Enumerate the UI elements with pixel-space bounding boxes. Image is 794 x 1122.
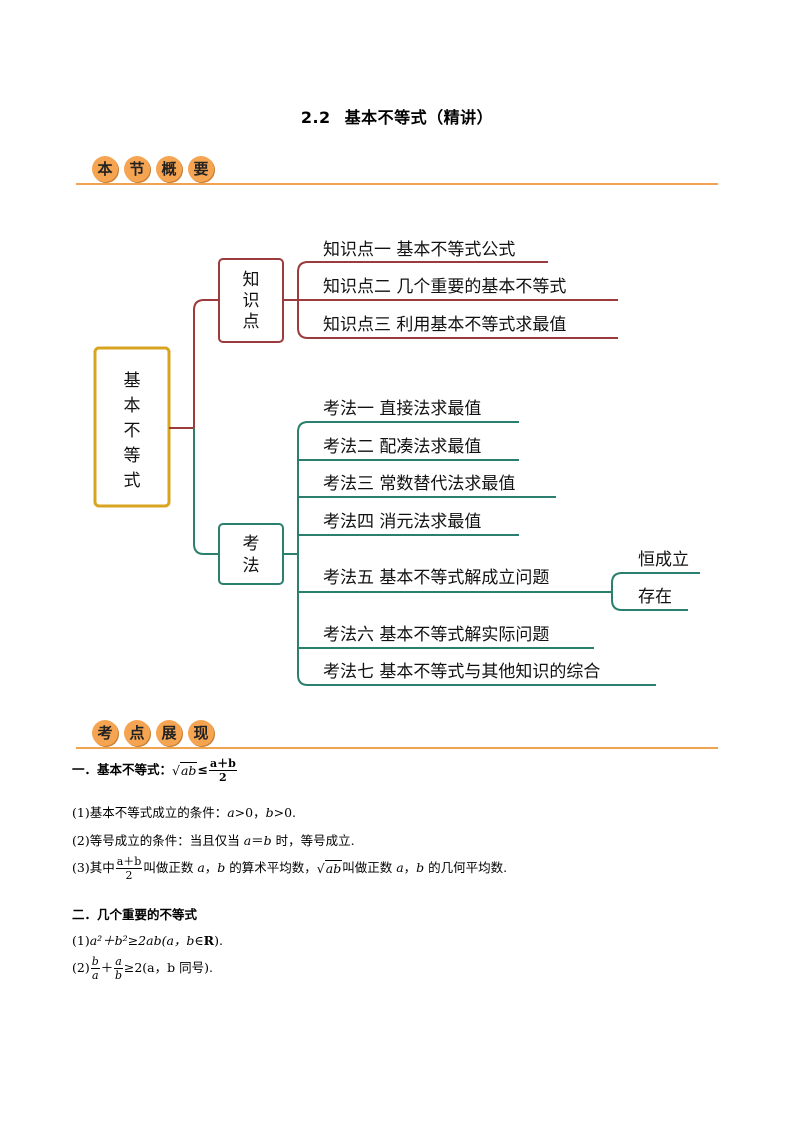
banner-chip: 展 (156, 720, 182, 746)
section1-item2: (2)等号成立的条件：当且仅当 a＝b 时，等号成立. (72, 833, 355, 848)
mind-map: 基 本 不 等 式 知 识 点 知识点一 基本不等式公式 知识点二 几个重要的基… (93, 240, 700, 686)
root-char: 基 (124, 371, 141, 391)
knowledge-label-char: 识 (243, 291, 260, 311)
section-banner-overview: 本 节 概 要 (76, 153, 718, 185)
root-char: 等 (124, 446, 141, 466)
branch-line (283, 261, 548, 301)
banner-chip: 本 (92, 156, 118, 182)
banner-chip: 考 (92, 720, 118, 746)
banner-rule (76, 183, 718, 185)
branch-spine (297, 432, 656, 686)
method-item: 考法三 常数替代法求最值 (323, 474, 515, 494)
knowledge-item: 知识点一 基本不等式公式 (323, 240, 515, 260)
section2-item1: (1)a²＋b²≥2ab(a，b∈R). (72, 933, 223, 948)
method-item: 考法四 消元法求最值 (323, 512, 481, 532)
root-char: 式 (124, 471, 141, 491)
connector-knowledge (169, 299, 219, 429)
sqrt-symbol: √ab (316, 860, 343, 876)
sub-item: 存在 (638, 587, 672, 607)
branch-line (297, 421, 519, 433)
banner-chip: 点 (124, 720, 150, 746)
sub-branch-line (611, 592, 688, 611)
knowledge-label-char: 知 (243, 270, 260, 290)
section2-heading: 二．几个重要的不等式 (72, 907, 198, 922)
method-item: 考法二 配凑法求最值 (323, 437, 481, 457)
method-item: 考法六 基本不等式解实际问题 (323, 625, 549, 645)
knowledge-label-char: 点 (243, 312, 260, 332)
knowledge-item: 知识点二 几个重要的基本不等式 (323, 277, 566, 297)
connector-methods (193, 428, 219, 555)
method-item: 考法一 直接法求最值 (323, 399, 481, 419)
branch-line (297, 300, 618, 339)
root-char: 不 (124, 421, 141, 441)
section-banner-points: 考 点 展 现 (76, 717, 718, 749)
methods-label-char: 考 (243, 534, 260, 554)
banner-chip: 要 (188, 156, 214, 182)
method-item: 考法五 基本不等式解成立问题 (323, 568, 549, 588)
sub-item: 恒成立 (638, 550, 689, 570)
method-item: 考法七 基本不等式与其他知识的综合 (323, 662, 600, 682)
root-char: 本 (124, 396, 141, 416)
banner-rule (76, 747, 718, 749)
methods-label-char: 法 (243, 556, 260, 576)
sqrt-symbol: √ab (172, 762, 198, 778)
section1-item1: (1)基本不等式成立的条件：a>0，b>0. (72, 805, 297, 820)
banner-chip: 概 (156, 156, 182, 182)
banner-chip: 节 (124, 156, 150, 182)
knowledge-item: 知识点三 利用基本不等式求最值 (323, 315, 566, 335)
sub-branch-line (611, 572, 700, 592)
banner-chip: 现 (188, 720, 214, 746)
